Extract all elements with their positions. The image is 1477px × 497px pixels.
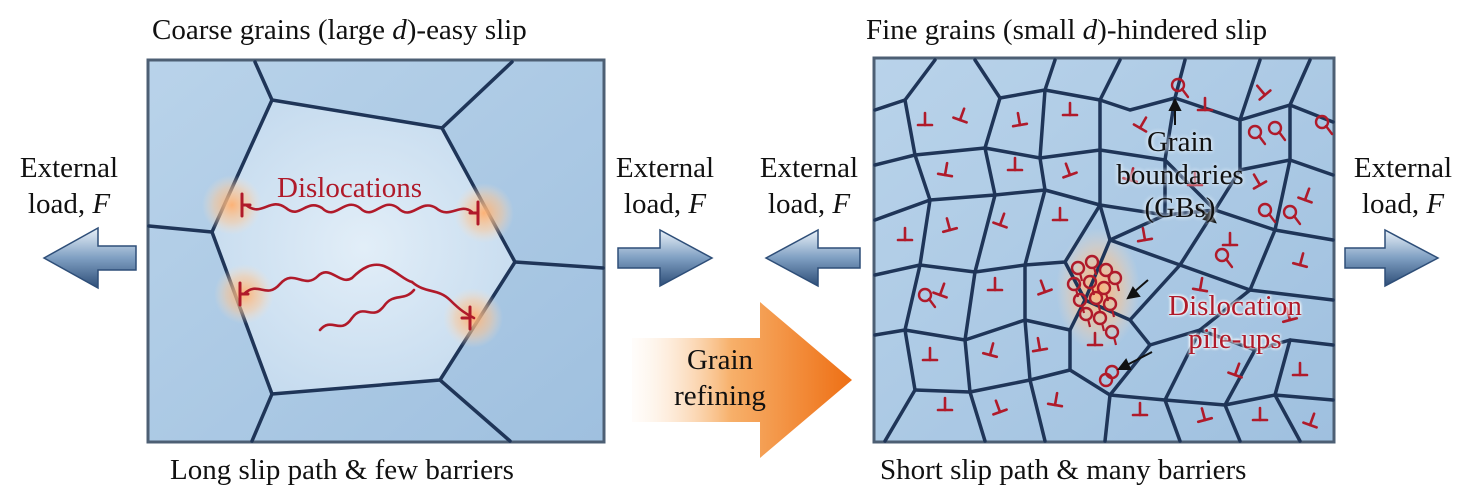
pileup-loop bbox=[1107, 270, 1123, 292]
dislocation-symbol bbox=[1196, 407, 1214, 424]
dislocation-symbol bbox=[921, 346, 939, 362]
dislocation-symbol bbox=[1131, 401, 1149, 417]
dislocation-symbol bbox=[1061, 101, 1079, 117]
dislocation-symbol bbox=[1227, 362, 1243, 379]
load-label-left-outer: External load, F bbox=[19, 152, 119, 220]
coarse-dislocation-lines bbox=[242, 202, 476, 332]
coarse-grain-panel bbox=[146, 58, 606, 444]
dislocation-loop bbox=[1314, 114, 1334, 136]
pileup-loop bbox=[1070, 260, 1086, 282]
dislocation-loop bbox=[1170, 77, 1190, 99]
pileup-label: Dislocation pile-ups bbox=[1168, 290, 1302, 355]
load-arrow-right-mid bbox=[617, 228, 714, 288]
dislocation-symbol bbox=[1121, 167, 1139, 184]
dislocation-loop bbox=[917, 287, 937, 309]
dislocation-symbol bbox=[952, 107, 968, 124]
dislocation-symbol bbox=[1291, 252, 1309, 269]
grain-refining-arrow bbox=[632, 302, 852, 458]
fine-dislocation-symbols bbox=[896, 77, 1334, 429]
dislocation-loop bbox=[1247, 124, 1267, 146]
dislocation-symbol bbox=[992, 212, 1008, 229]
dislocation-loop bbox=[1214, 247, 1234, 269]
grain-boundaries-label: Grain boundaries (GBs) bbox=[1116, 126, 1244, 224]
dislocation-symbol bbox=[1006, 156, 1024, 172]
dislocation-symbol bbox=[1302, 412, 1318, 429]
dislocation-symbol bbox=[1031, 336, 1049, 353]
dislocation-symbol bbox=[1046, 391, 1064, 408]
fine-caption: Short slip path & many barriers bbox=[880, 454, 1247, 486]
dislocation-symbol bbox=[941, 217, 959, 234]
dislocation-symbol bbox=[916, 111, 934, 127]
fine-grain-panel bbox=[872, 56, 1336, 444]
title-var-d: d bbox=[1082, 14, 1098, 46]
pileup-loop bbox=[1092, 310, 1108, 332]
pileup-cluster bbox=[1066, 254, 1123, 388]
dislocation-symbol bbox=[1086, 331, 1104, 347]
dislocation-symbol bbox=[1051, 206, 1069, 222]
pileup-loop bbox=[1098, 372, 1114, 388]
coarse-caption: Long slip path & few barriers bbox=[170, 454, 514, 486]
fine-grains-title: Fine grains (small d)-hindered slip bbox=[866, 14, 1268, 46]
dislocation-symbol bbox=[1252, 173, 1268, 190]
dislocation-symbol bbox=[981, 342, 999, 359]
dislocation-symbol bbox=[1221, 231, 1239, 247]
coarse-grain-boundaries bbox=[147, 60, 605, 443]
pileup-loop bbox=[1104, 324, 1120, 346]
dislocation-symbol bbox=[1255, 84, 1272, 101]
dislocation-symbol bbox=[1297, 187, 1313, 204]
dislocation-symbol bbox=[1251, 406, 1269, 422]
pileup-loop bbox=[1088, 290, 1104, 312]
dislocation-loop bbox=[1267, 120, 1287, 142]
dislocation-loop bbox=[1257, 202, 1277, 224]
title-var-d: d bbox=[392, 14, 407, 46]
load-arrow-left-outer bbox=[42, 226, 137, 290]
dislocation-symbol bbox=[1132, 116, 1148, 133]
center-grain bbox=[212, 100, 515, 394]
dislocation-symbol bbox=[896, 226, 914, 242]
dislocation-symbol bbox=[1186, 171, 1204, 187]
pileup-loop bbox=[1102, 296, 1118, 318]
load-label-right-outer: External load, F bbox=[1353, 152, 1453, 220]
annotation-arrows bbox=[1116, 97, 1217, 370]
dislocation-symbol bbox=[1037, 279, 1053, 296]
dislocation-symbol bbox=[1062, 162, 1078, 179]
dislocation-symbol bbox=[936, 396, 954, 412]
dislocations-label: Dislocations bbox=[277, 172, 422, 204]
dislocation-symbol bbox=[1136, 226, 1154, 243]
dislocation-symbol bbox=[1291, 361, 1309, 377]
dislocation-symbol bbox=[986, 276, 1004, 292]
load-arrow-left-mid bbox=[764, 228, 861, 288]
dislocation-loop bbox=[1282, 204, 1302, 226]
coarse-grains-title: Coarse grains (large d)-easy slip bbox=[152, 14, 527, 46]
dislocation-symbol bbox=[1281, 307, 1299, 324]
dislocation-symbol bbox=[1196, 96, 1214, 112]
load-arrow-right-outer bbox=[1344, 228, 1440, 288]
dislocation-symbol bbox=[1191, 276, 1209, 293]
dislocation-symbol bbox=[936, 161, 954, 178]
pileup-loop bbox=[1078, 306, 1094, 328]
load-label-right-mid: External load, F bbox=[615, 152, 715, 220]
dislocation-symbol bbox=[992, 399, 1008, 416]
load-label-left-mid: External load, F bbox=[759, 152, 859, 220]
coarse-dislocation-symbols bbox=[238, 192, 480, 331]
fine-grain-boundaries bbox=[873, 58, 1335, 443]
grain-refining-label: Grain refining bbox=[674, 344, 766, 412]
dislocation-symbol bbox=[1011, 111, 1029, 128]
pileup-loop bbox=[1084, 254, 1100, 276]
dislocation-symbol bbox=[932, 282, 948, 299]
